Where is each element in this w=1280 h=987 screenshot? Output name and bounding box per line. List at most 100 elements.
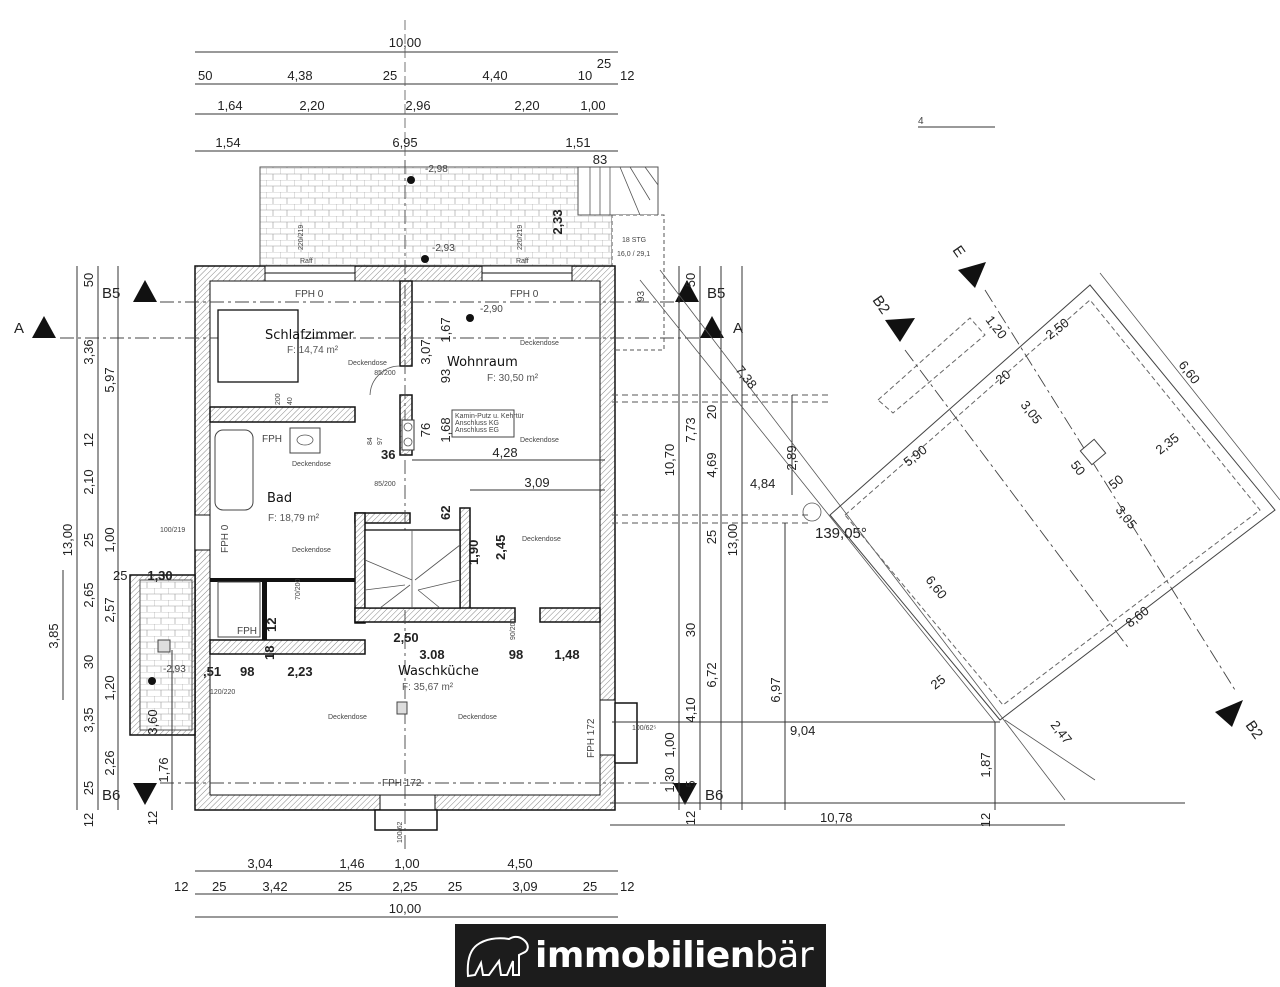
dim-label: 98	[509, 647, 523, 662]
dim-label: 3.08	[419, 647, 444, 662]
room-schlafzimmer: Schlafzimmer F: 14,74 m² Deckendose FPH …	[217, 289, 401, 405]
dim-label: 4,38	[287, 68, 312, 83]
terrace: -2,98 -2,93 2,33 Raff Raff 220/219 220/2…	[259, 164, 665, 351]
section-b5-right-icon	[675, 280, 699, 302]
opening-label: 220/219	[298, 225, 305, 250]
level-label: -2,98	[425, 164, 448, 175]
dim-label: 76	[418, 423, 433, 437]
dim-label: 12	[683, 811, 698, 825]
window-height-label: FPH	[237, 626, 257, 637]
brand-name: immobilienbär	[535, 935, 814, 976]
level-label: -2,93	[163, 664, 186, 675]
dim-label: 2,47	[1048, 718, 1075, 747]
dim-label: 4,69	[704, 452, 719, 477]
ceiling-outlet-label: Deckendose	[520, 340, 559, 347]
dim-label: 98	[240, 664, 254, 679]
dim-label: 6,72	[704, 662, 719, 687]
dim-label: 25	[928, 672, 949, 693]
brand-logo: immobilienbär	[455, 924, 826, 987]
window-height-label: FPH 172	[586, 718, 597, 758]
room-name: Schlafzimmer	[265, 328, 355, 343]
dim-label: 2,89	[784, 445, 799, 470]
section-a-right-icon	[700, 316, 724, 338]
dim-label: 30	[683, 623, 698, 637]
section-label: A	[733, 320, 743, 337]
dim-label: ,51	[203, 664, 221, 679]
bottom-dimensions: 3,04 1,46 1,00 4,50 12 25 3,42 25 2,25 2…	[174, 856, 634, 918]
room-area: F: 14,74 m²	[287, 345, 339, 356]
dim-label: 3,04	[247, 856, 272, 871]
section-label: B2	[1242, 718, 1266, 743]
dim-label: 6,95	[392, 135, 417, 150]
room-area: F: 18,79 m²	[268, 513, 320, 524]
opening-label: 90/200	[510, 618, 517, 640]
dim-label: 25	[113, 568, 127, 583]
section-label: A	[14, 320, 24, 337]
dim-label: 10	[578, 68, 592, 83]
opening-label: 200	[275, 393, 282, 405]
dim-bottom-overall: 10,00	[389, 901, 422, 916]
dim-label: 2,23	[287, 664, 312, 679]
brand-light: bär	[754, 935, 814, 976]
room-name: Wohnraum	[447, 355, 518, 370]
dim-label: 7,73	[683, 417, 698, 442]
section-e-icon	[958, 262, 986, 288]
dim-label: 2,33	[550, 209, 565, 234]
opening-label: 100/62⁵	[632, 725, 656, 732]
left-balcony: -2,93	[129, 574, 196, 736]
section-b2-bottom-icon	[1215, 700, 1243, 727]
dim-label: 3,05	[1113, 503, 1140, 532]
ceiling-outlet-label: Deckendose	[348, 360, 387, 367]
dim-label: 2,20	[299, 98, 324, 113]
stair-ratio: 16,0 / 29,1	[617, 251, 650, 258]
dim-label: 3,36	[81, 339, 96, 364]
dim-label: 25	[81, 781, 96, 795]
level-label: -2,93	[432, 243, 455, 254]
dim-label: 2,50	[393, 630, 418, 645]
dim-label: 10,70	[662, 444, 677, 477]
dim-label: 93	[438, 369, 453, 383]
dim-label: 1,48	[554, 647, 579, 662]
ceiling-outlet-label: Deckendose	[522, 536, 561, 543]
dim-label: 12	[978, 813, 993, 827]
dim-label: 13,00	[725, 524, 740, 557]
dim-label: 1,76	[156, 757, 171, 782]
section-label: B6	[102, 787, 120, 804]
dim-label: 1,00	[394, 856, 419, 871]
dim-label: 62	[438, 506, 453, 520]
dim-label: 3,42	[262, 879, 287, 894]
dim-label: 7,38	[733, 363, 760, 392]
dim-label: 10,78	[820, 810, 853, 825]
window-height-label: FPH 0	[510, 289, 539, 300]
dim-label: 5	[683, 780, 698, 787]
chimney-note: Anschluss KG	[455, 420, 499, 427]
shutter-label: Raff	[516, 258, 529, 265]
room-name: Bad	[267, 491, 292, 506]
dim-top-overall: 10,00	[389, 35, 422, 50]
dim-label: 25	[338, 879, 352, 894]
dim-label: 2,20	[514, 98, 539, 113]
section-a-left-icon	[32, 316, 56, 338]
chimney-note: Kamin-Putz u. Kehrtür	[455, 413, 525, 420]
dim-label: 4,50	[507, 856, 532, 871]
dim-label: 1,30	[662, 767, 677, 792]
dim-label: 1,51	[565, 135, 590, 150]
ceiling-outlet-label: Deckendose	[520, 437, 559, 444]
window-height-label: FPH	[262, 434, 282, 445]
room-area: F: 30,50 m²	[487, 373, 539, 384]
room-name: Waschküche	[398, 664, 479, 679]
dim-label: 1,00	[102, 527, 117, 552]
dim-label: 2,96	[405, 98, 430, 113]
section-b5-left-icon	[133, 280, 157, 302]
dim-label: 25	[383, 68, 397, 83]
right-dimensions: 50 10,70 7,73 4,69 4,84 20 25 13,00 30 6…	[610, 266, 1185, 827]
dim-label: 12	[145, 811, 160, 825]
brand-bold: immobilien	[535, 935, 755, 976]
left-dimensions: 13,00 3,85 50 3,36 12 2,10 25 2,65 30 3,…	[46, 266, 185, 827]
dim-label: 6,60	[1176, 358, 1203, 387]
dim-label: 50	[1068, 458, 1089, 479]
window-height-label: FPH 172	[382, 778, 422, 789]
window-height-label: FPH 0	[220, 524, 231, 553]
dim-label: 2,25	[392, 879, 417, 894]
